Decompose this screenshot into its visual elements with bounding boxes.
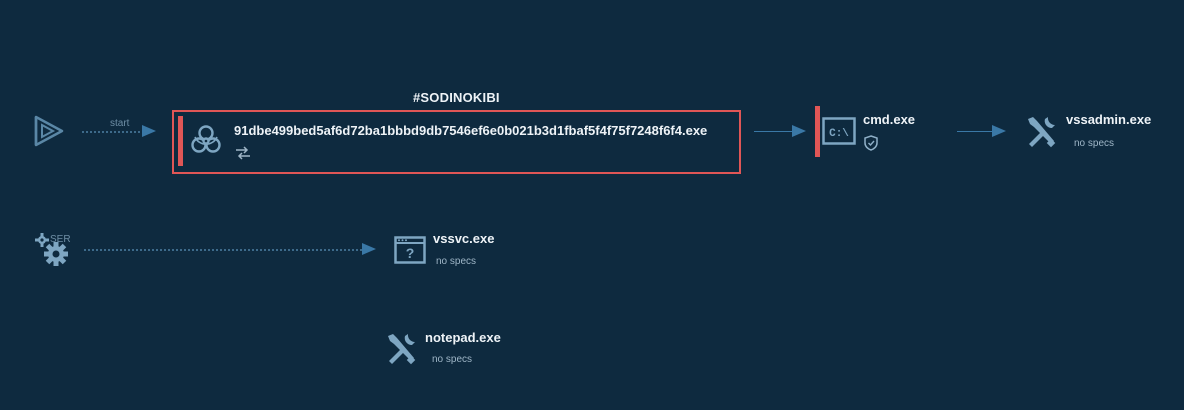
cmd-to-vssadmin-arrow: [992, 125, 1006, 137]
service-edge: [84, 249, 362, 251]
tools-icon[interactable]: [1024, 115, 1058, 149]
alert-bar: [178, 116, 183, 166]
notepad-process-name: notepad.exe: [425, 330, 501, 345]
cmd-process-name: cmd.exe: [863, 112, 916, 127]
main-to-cmd-edge: [754, 131, 794, 132]
service-label: SER: [50, 234, 71, 245]
main-to-cmd-arrow: [792, 125, 806, 137]
notepad-specs: no specs: [432, 354, 473, 365]
main-process-node[interactable]: [172, 110, 741, 174]
vssvc-specs: no specs: [436, 256, 477, 267]
vssadmin-process-name: vssadmin.exe: [1066, 112, 1152, 127]
start-edge-label: start: [110, 118, 130, 129]
cmd-icon[interactable]: C:\: [822, 117, 856, 145]
shield-icon: [864, 135, 878, 151]
play-icon[interactable]: [32, 114, 66, 148]
start-edge: [82, 131, 140, 133]
svg-text:?: ?: [406, 245, 415, 261]
vssadmin-specs: no specs: [1074, 138, 1115, 149]
threat-tag: #SODINOKIBI: [413, 90, 500, 105]
vssvc-process-name: vssvc.exe: [433, 231, 495, 246]
cmd-to-vssadmin-edge: [957, 131, 993, 132]
cmd-alert-bar: [815, 106, 820, 157]
unknown-window-icon[interactable]: ?: [394, 236, 426, 264]
biohazard-icon: [188, 122, 224, 158]
svg-text:C:\: C:\: [829, 128, 849, 140]
network-arrows-icon: [234, 146, 252, 160]
notepad-tools-icon[interactable]: [384, 332, 418, 366]
start-edge-arrow: [142, 125, 156, 137]
gears-icon[interactable]: [34, 232, 70, 268]
service-edge-arrow: [362, 243, 376, 255]
main-process-name: 91dbe499bed5af6d72ba1bbbd9db7546ef6e0b02…: [234, 123, 708, 138]
